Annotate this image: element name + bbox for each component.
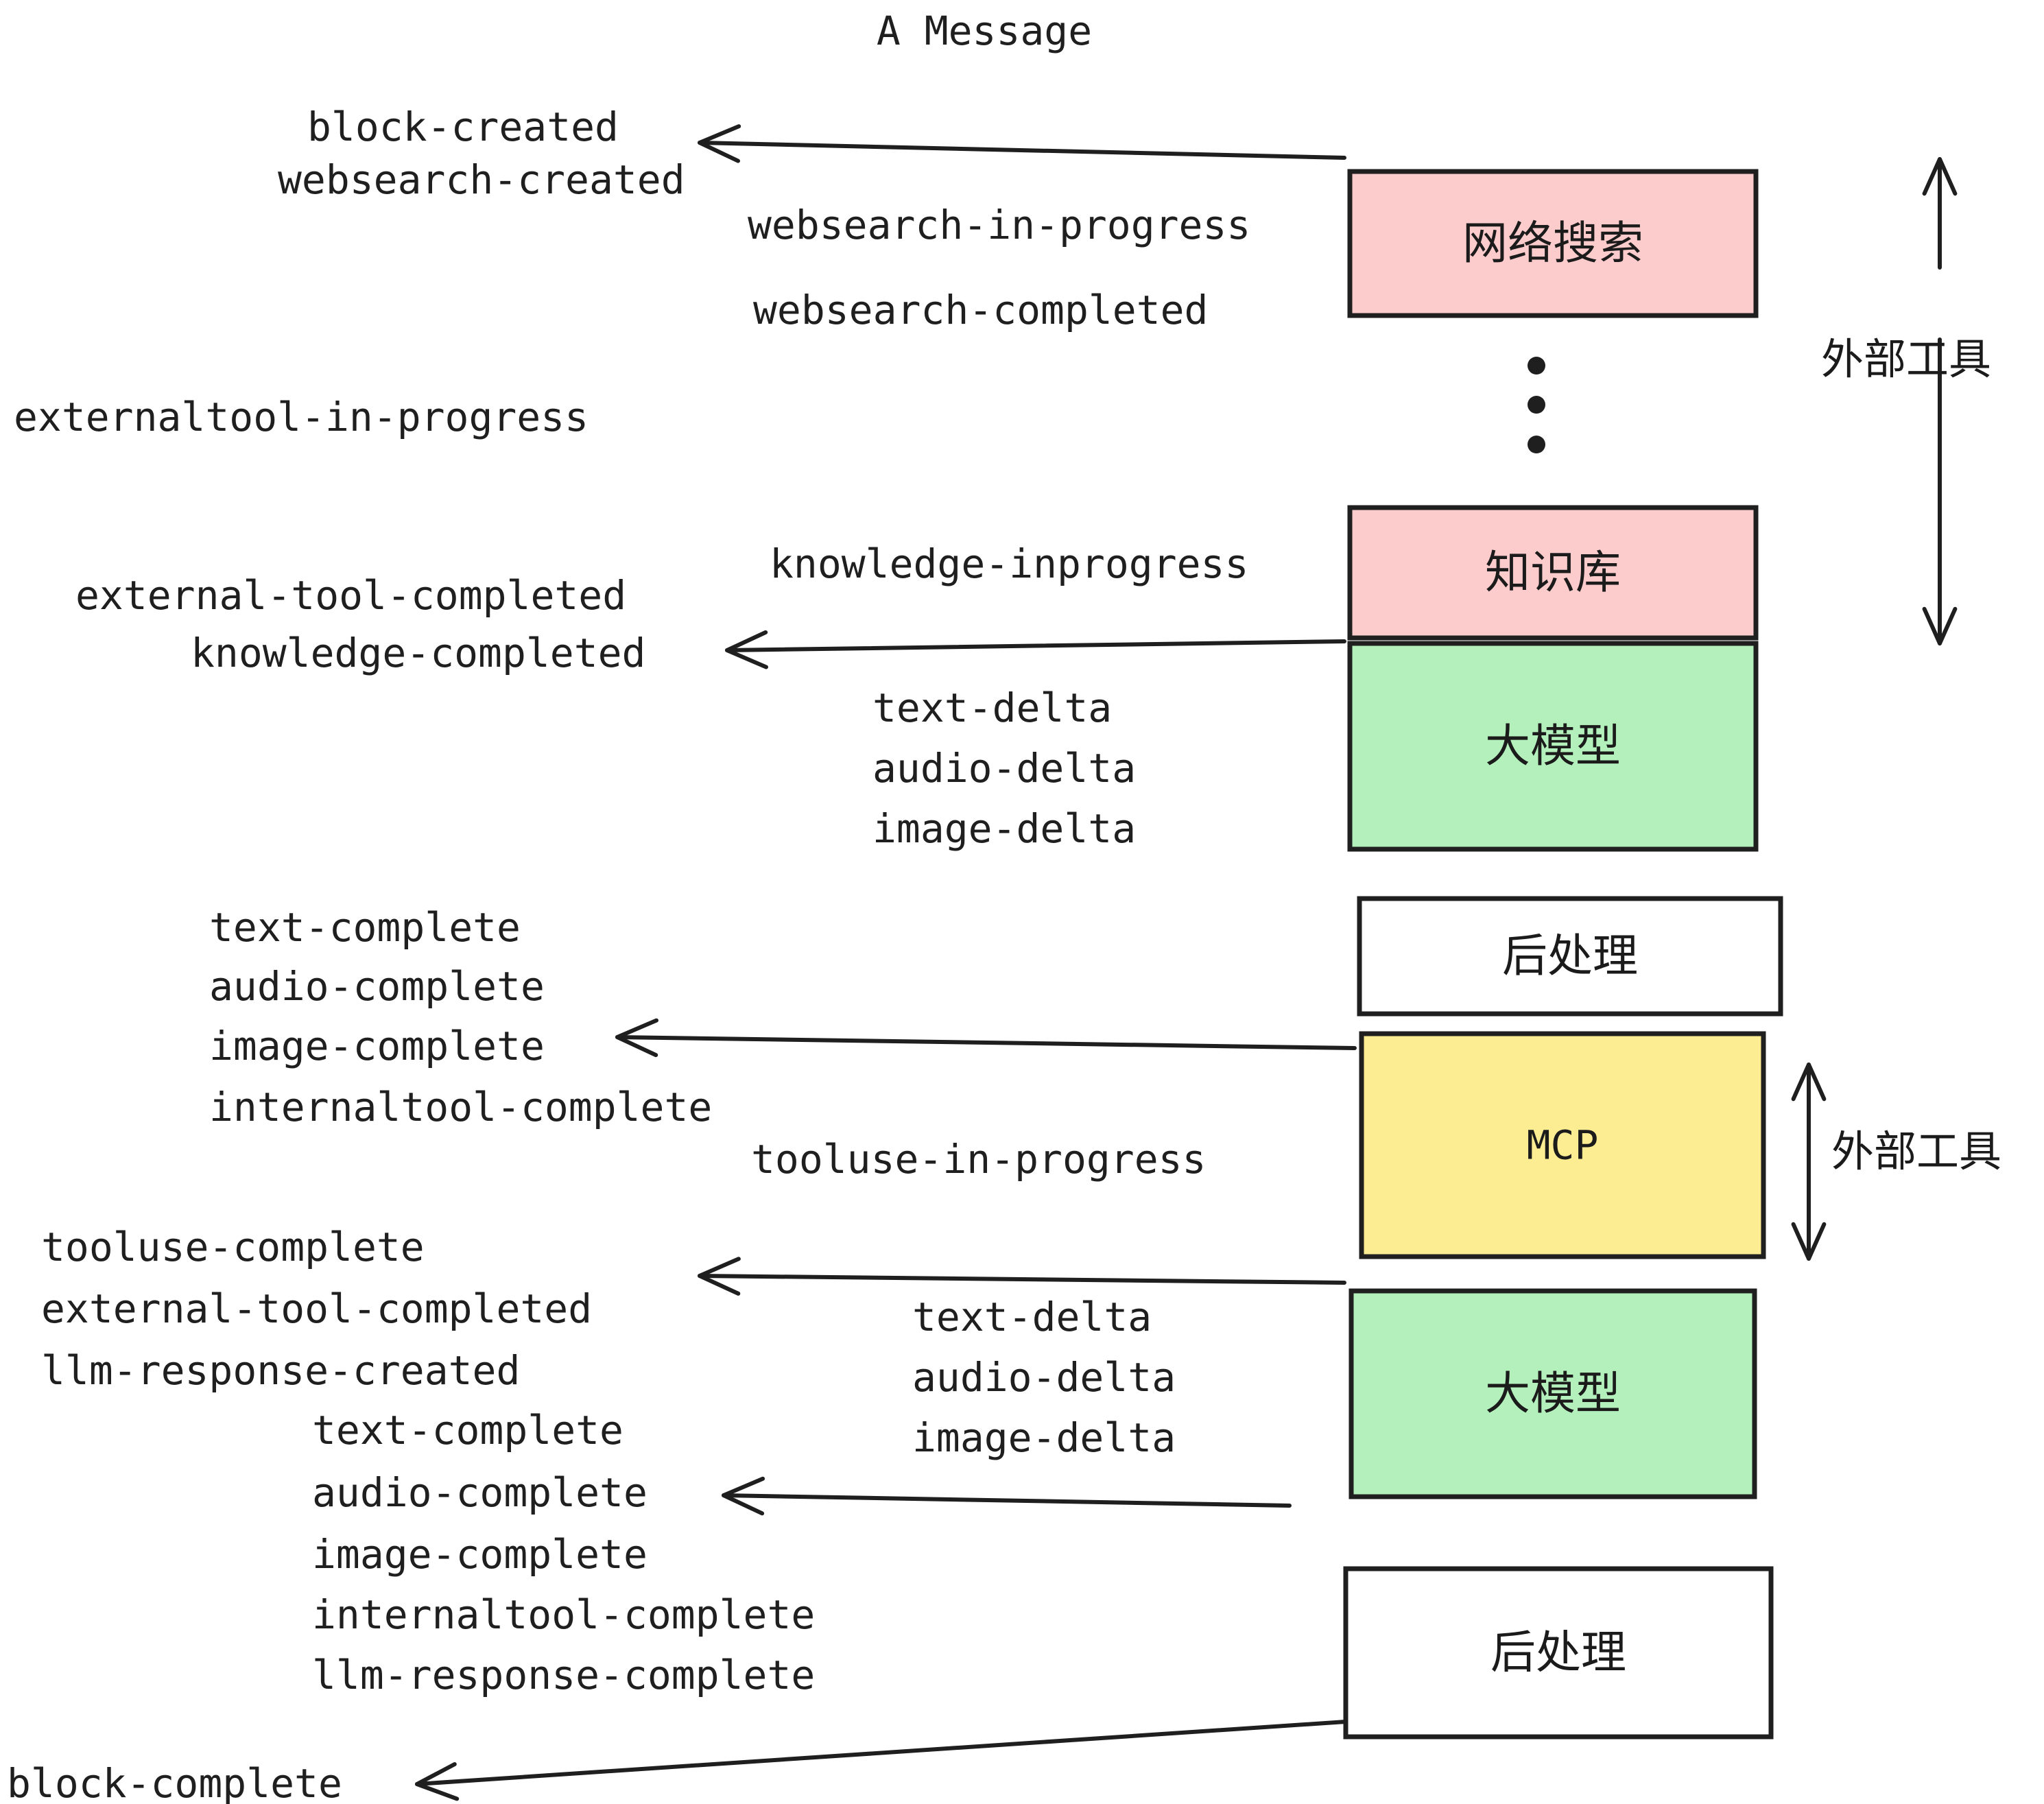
node-llm-1[interactable]: 大模型 — [1347, 641, 1759, 852]
node-llm-2[interactable]: 大模型 — [1348, 1288, 1757, 1499]
event-label-tooluse-in-progress: tooluse-in-progress — [751, 1136, 1206, 1183]
node-label-websearch: 网络搜索 — [1462, 217, 1643, 270]
event-label-audio-complete-1: audio-complete — [209, 963, 545, 1010]
node-label-llm-2: 大模型 — [1485, 1367, 1621, 1420]
event-label-tooluse-complete: tooluse-complete — [41, 1224, 425, 1270]
external-tool-top-label: 外部工具 — [1821, 334, 1991, 384]
event-label-internaltool-complete-2: internaltool-complete — [312, 1591, 815, 1638]
node-knowledge[interactable]: 知识库 — [1347, 505, 1759, 641]
node-rect-knowledge — [1347, 505, 1759, 641]
ellipsis-dot-3 — [1528, 436, 1545, 453]
node-rect-websearch — [1347, 169, 1759, 318]
node-label-llm-1: 大模型 — [1485, 720, 1621, 772]
arrow-image-complete — [615, 1018, 1357, 1058]
node-websearch[interactable]: 网络搜索 — [1347, 169, 1759, 318]
event-label-text-delta-2: text-delta — [912, 1294, 1152, 1340]
arrow-audio-complete — [722, 1476, 1292, 1516]
external-tool-bottom-down-arrow-icon — [1791, 1130, 1827, 1261]
node-label-postprocess-2: 后处理 — [1490, 1626, 1626, 1679]
node-label-postprocess-1: 后处理 — [1502, 929, 1638, 982]
event-label-image-delta-1: image-delta — [872, 805, 1136, 852]
event-label-knowledge-completed: knowledge-completed — [191, 630, 645, 676]
event-label-block-created: block-created — [307, 104, 619, 150]
event-label-text-delta-1: text-delta — [872, 685, 1112, 731]
event-label-llm-response-complete: llm-response-complete — [312, 1652, 815, 1698]
vertical-ellipsis-icon — [1528, 357, 1545, 453]
node-rect-postprocess-1 — [1357, 896, 1783, 1017]
event-label-text-complete-2: text-complete — [312, 1407, 623, 1453]
event-label-externaltool-in-progress: externaltool-in-progress — [14, 394, 589, 440]
event-label-external-tool-completed-1: external-tool-completed — [75, 572, 626, 619]
node-rect-mcp — [1359, 1031, 1766, 1259]
arrow-block-complete — [415, 1720, 1348, 1801]
node-postprocess-2[interactable]: 后处理 — [1343, 1566, 1774, 1740]
event-label-websearch-completed: websearch-completed — [753, 287, 1208, 333]
event-label-group: block-created websearch-created websearch-… — [7, 104, 1250, 1804]
arrow-knowledge-completed — [725, 630, 1346, 669]
event-label-audio-complete-2: audio-complete — [312, 1469, 647, 1516]
external-tool-bottom-label: 外部工具 — [1831, 1126, 2001, 1176]
event-label-text-complete-1: text-complete — [209, 904, 521, 951]
event-label-websearch-created: websearch-created — [278, 156, 685, 203]
arrow-block-created — [698, 124, 1346, 163]
node-rect-llm-2 — [1348, 1288, 1757, 1499]
node-label-knowledge: 知识库 — [1485, 546, 1621, 599]
event-label-block-complete: block-complete — [7, 1760, 342, 1804]
arrow-tooluse-complete — [698, 1257, 1346, 1296]
node-rect-postprocess-2 — [1343, 1566, 1774, 1740]
event-label-image-delta-2: image-delta — [912, 1414, 1176, 1461]
node-label-mcp: MCP — [1527, 1122, 1599, 1169]
external-tool-bottom: 外部工具 — [1791, 1063, 2001, 1261]
event-label-knowledge-inprogress: knowledge-inprogress — [770, 541, 1248, 587]
event-label-image-complete-2: image-complete — [312, 1531, 647, 1578]
event-flow-arrows — [415, 124, 1357, 1801]
event-label-audio-delta-2: audio-delta — [912, 1354, 1176, 1401]
node-mcp[interactable]: MCP — [1359, 1031, 1766, 1259]
event-label-llm-response-created: llm-response-created — [41, 1347, 520, 1394]
external-tool-top: 外部工具 — [1821, 157, 1991, 645]
ellipsis-dot-2 — [1528, 396, 1545, 414]
external-tool-top-down-arrow-icon — [1922, 337, 1958, 645]
external-tool-top-up-arrow-icon — [1922, 157, 1958, 270]
event-label-external-tool-completed-2: external-tool-completed — [41, 1285, 592, 1332]
event-label-audio-delta-1: audio-delta — [872, 745, 1136, 792]
node-postprocess-1[interactable]: 后处理 — [1357, 896, 1783, 1017]
event-label-image-complete-1: image-complete — [209, 1023, 545, 1069]
event-label-websearch-in-progress: websearch-in-progress — [748, 202, 1250, 248]
node-rect-llm-1 — [1347, 641, 1759, 852]
event-label-internaltool-complete-1: internaltool-complete — [209, 1084, 712, 1130]
page-title: A Message — [877, 8, 1092, 54]
ellipsis-dot-1 — [1528, 357, 1545, 375]
